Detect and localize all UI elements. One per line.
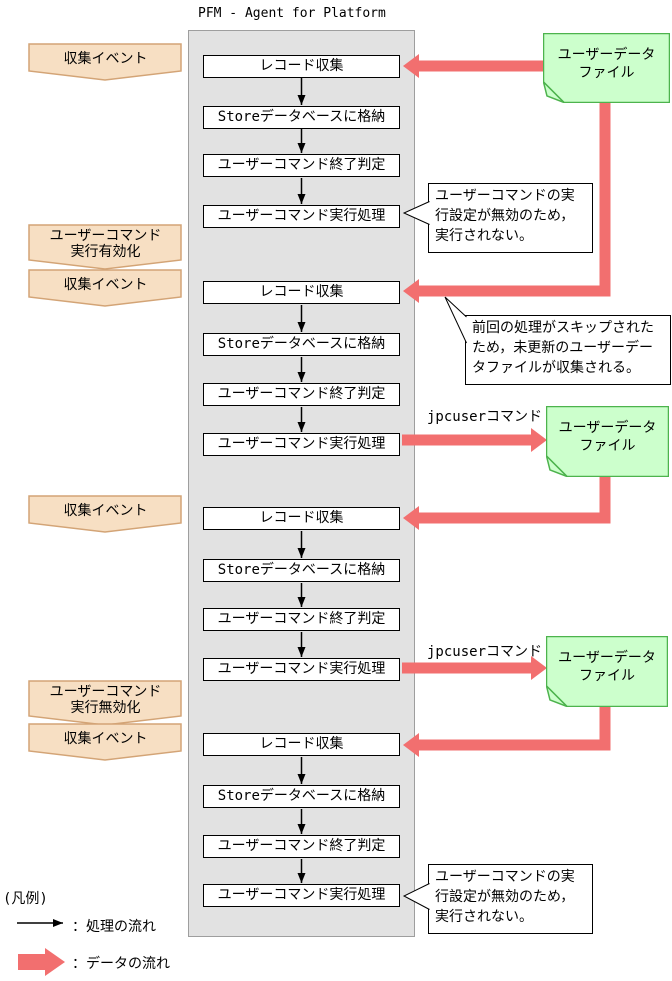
step-store-db-2: Storeデータベースに格納 (203, 333, 400, 356)
step-cmd-end-judge-1: ユーザーコマンド終了判定 (203, 154, 400, 177)
folded-corner (546, 684, 568, 707)
banner-shape (28, 680, 182, 726)
banner-collection-event-3: 収集イベント (28, 495, 183, 533)
step-cmd-end-judge-4: ユーザーコマンド終了判定 (203, 835, 400, 858)
banner-collection-event-2: 収集イベント (28, 269, 183, 307)
callout-exec-disabled-1: ユーザーコマンドの実 行設定が無効のため， 実行されない。 (428, 183, 593, 253)
step-store-db-4: Storeデータベースに格納 (203, 785, 400, 808)
step-record-collection-4: レコード収集 (203, 733, 400, 756)
banner-shape (28, 723, 182, 761)
step-record-collection-2: レコード収集 (203, 281, 400, 304)
folded-corner (546, 454, 568, 477)
legend-data-flow-arrow (18, 948, 65, 976)
jpcuser-command-label-1: jpcuserコマンド (427, 409, 543, 425)
file-shape (543, 33, 670, 103)
callout-exec-disabled-2: ユーザーコマンドの実 行設定が無効のため， 実行されない。 (428, 864, 593, 934)
step-record-collection-3: レコード収集 (203, 507, 400, 530)
data-flow-elbow-file2-to-record3 (403, 477, 611, 530)
banner-shape (28, 269, 182, 307)
step-store-db-3: Storeデータベースに格納 (203, 559, 400, 582)
banner-cmd-exec-disable: ユーザーコマンド 実行無効化 (28, 680, 183, 726)
banner-label: 収集イベント (63, 731, 148, 747)
banner-shape (28, 224, 182, 270)
user-data-file-3: ユーザーデータ ファイル (546, 636, 668, 707)
banner-label: ユーザーコマンド 実行有効化 (49, 228, 162, 260)
step-store-db-1: Storeデータベースに格納 (203, 106, 400, 129)
banner-cmd-exec-enable: ユーザーコマンド 実行有効化 (28, 224, 183, 270)
step-cmd-exec-1: ユーザーコマンド実行処理 (203, 205, 400, 228)
step-cmd-exec-4: ユーザーコマンド実行処理 (203, 884, 400, 907)
banner-label: 収集イベント (63, 51, 148, 67)
file-shape (546, 636, 668, 707)
legend-heading: (凡例) (3, 891, 48, 907)
callout-pointer-2 (444, 296, 467, 344)
legend-process-flow-label: ：処理の流れ (72, 919, 156, 935)
callout-skipped-unupdated: 前回の処理がスキップされた ため，未更新のユーザーデー タファイルが収集される。 (465, 315, 671, 385)
step-cmd-exec-3: ユーザーコマンド実行処理 (203, 658, 400, 681)
step-cmd-end-judge-2: ユーザーコマンド終了判定 (203, 383, 400, 406)
banner-shape (28, 43, 182, 81)
file-label: ユーザーデータ ファイル (558, 650, 656, 684)
file-label: ユーザーデータ ファイル (557, 47, 656, 81)
banner-collection-event-1: 収集イベント (28, 43, 183, 81)
banner-shape (28, 495, 182, 533)
file-label: ユーザーデータ ファイル (558, 420, 657, 454)
user-data-file-1: ユーザーデータ ファイル (543, 33, 670, 103)
banner-collection-event-4: 収集イベント (28, 723, 183, 761)
jpcuser-command-label-2: jpcuserコマンド (427, 644, 543, 660)
data-flow-arrow-exec2-to-file2 (402, 428, 547, 452)
banner-label: 収集イベント (63, 277, 148, 293)
folded-corner (543, 80, 565, 103)
legend-data-flow-label: ：データの流れ (72, 956, 170, 972)
data-flow-arrow-file1-to-record1 (403, 54, 543, 78)
banner-label: 収集イベント (63, 503, 148, 519)
step-cmd-exec-2: ユーザーコマンド実行処理 (203, 433, 400, 456)
user-data-file-2: ユーザーデータ ファイル (546, 406, 669, 477)
step-record-collection-1: レコード収集 (203, 55, 400, 78)
banner-label: ユーザーコマンド 実行無効化 (49, 684, 162, 716)
data-flow-elbow-file3-to-record4 (403, 707, 611, 757)
diagram-title: PFM - Agent for Platform (198, 6, 386, 21)
step-cmd-end-judge-3: ユーザーコマンド終了判定 (203, 608, 400, 631)
